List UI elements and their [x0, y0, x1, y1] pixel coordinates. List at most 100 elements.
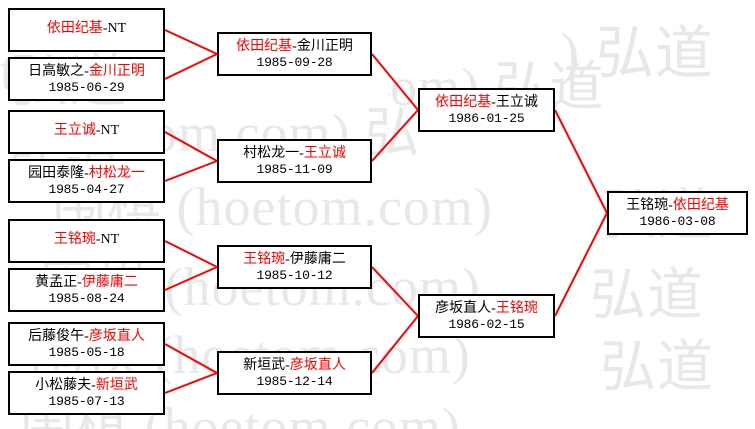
player-winner: 依田纪基	[236, 39, 293, 54]
match-players: 依田纪基-金川正明	[219, 34, 370, 55]
match-date: 1985-08-24	[48, 291, 125, 306]
player-winner: 彦坂直人	[289, 358, 346, 373]
match-date: 1986-03-08	[639, 214, 716, 229]
player-loser: 王立诚	[495, 95, 538, 110]
player-winner: 彦坂直人	[88, 329, 145, 344]
match-players: 小松藤夫-新垣武	[10, 373, 163, 394]
player-separator: -	[95, 123, 101, 138]
player-loser: 小松藤夫	[35, 378, 92, 393]
player-winner: 依田纪基	[672, 198, 729, 213]
match-date: 1985-11-09	[256, 162, 333, 177]
player-separator: -	[299, 146, 304, 161]
match-date: 1985-12-14	[256, 374, 333, 389]
player-winner: 王铭琬	[53, 232, 96, 247]
player-loser: NT	[100, 123, 120, 138]
player-winner: 依田纪基	[435, 95, 492, 110]
match-players: 日高敏之-金川正明	[10, 59, 163, 80]
player-winner: 金川正明	[88, 64, 145, 79]
match-players: 新垣武-彦坂直人	[219, 353, 370, 374]
player-loser: 日高敏之	[28, 64, 85, 79]
player-separator: -	[91, 378, 96, 393]
match-players: 依田纪基-王立诚	[420, 90, 553, 111]
player-loser: 金川正明	[296, 39, 353, 54]
player-winner: 王铭琬	[243, 252, 286, 267]
match-players: 黄孟正-伊藤庸二	[10, 270, 163, 291]
match-players: 园田泰隆-村松龙一	[10, 161, 163, 182]
match-date: 1985-10-12	[256, 268, 333, 283]
match-players: 王铭琬-NT	[10, 221, 163, 248]
watermark-text: 弘道	[600, 337, 714, 399]
player-separator: -	[491, 301, 496, 316]
watermark-text: ) 弘道	[560, 21, 714, 86]
player-loser: 王铭琬	[626, 198, 669, 213]
match-date: 1986-01-25	[448, 111, 525, 126]
player-separator: -	[668, 198, 673, 213]
match-box[interactable]: 王铭琬-NT	[8, 219, 165, 263]
player-winner: 王立诚	[53, 123, 96, 138]
player-winner: 依田纪基	[46, 21, 103, 36]
connector-line	[371, 53, 419, 111]
connector-line	[371, 109, 419, 162]
match-players: 彦坂直人-王铭琬	[420, 296, 553, 317]
match-players: 王立诚-NT	[10, 112, 163, 139]
player-separator: -	[102, 21, 108, 36]
player-loser: 园田泰隆	[28, 166, 85, 181]
match-box[interactable]: 依田纪基-NT	[8, 8, 165, 52]
player-separator: -	[84, 329, 89, 344]
player-loser: NT	[100, 232, 120, 247]
match-date: 1985-09-28	[256, 55, 333, 70]
match-date: 1985-07-13	[48, 394, 125, 409]
watermark-text: 弘道	[590, 265, 704, 327]
player-winner: 王铭琬	[495, 301, 538, 316]
player-loser: 伊藤庸二	[289, 252, 346, 267]
connector-line	[554, 109, 608, 214]
player-separator: -	[285, 252, 290, 267]
match-date: 1985-05-18	[48, 345, 125, 360]
match-players: 依田纪基-NT	[10, 10, 163, 37]
player-loser: 黄孟正	[35, 275, 78, 290]
connector-line	[371, 266, 419, 317]
connector-line	[554, 212, 608, 317]
match-players: 村松龙一-王立诚	[219, 141, 370, 162]
match-players: 王铭琬-伊藤庸二	[219, 247, 370, 268]
connector-line	[164, 160, 218, 182]
player-separator: -	[84, 64, 89, 79]
player-separator: -	[77, 275, 82, 290]
connector-line	[164, 131, 218, 162]
player-loser: 新垣武	[243, 358, 286, 373]
connector-line	[164, 372, 218, 394]
connector-line	[164, 266, 218, 291]
connector-line	[164, 240, 218, 268]
player-winner: 村松龙一	[88, 166, 145, 181]
player-winner: 新垣武	[95, 378, 138, 393]
match-date: 1986-02-15	[448, 317, 525, 332]
match-box[interactable]: 王立诚-NT	[8, 110, 165, 154]
player-loser: NT	[107, 21, 127, 36]
player-loser: 村松龙一	[243, 146, 300, 161]
player-loser: 后藤俊午	[28, 329, 85, 344]
connector-line	[371, 315, 419, 374]
connector-line	[164, 53, 218, 80]
connector-line	[164, 29, 218, 55]
player-winner: 王立诚	[303, 146, 346, 161]
match-players: 王铭琬-依田纪基	[609, 193, 746, 214]
match-date: 1985-06-29	[48, 80, 125, 95]
player-winner: 伊藤庸二	[81, 275, 138, 290]
player-separator: -	[491, 95, 496, 110]
player-separator: -	[84, 166, 89, 181]
player-separator: -	[95, 232, 101, 247]
player-separator: -	[285, 358, 290, 373]
